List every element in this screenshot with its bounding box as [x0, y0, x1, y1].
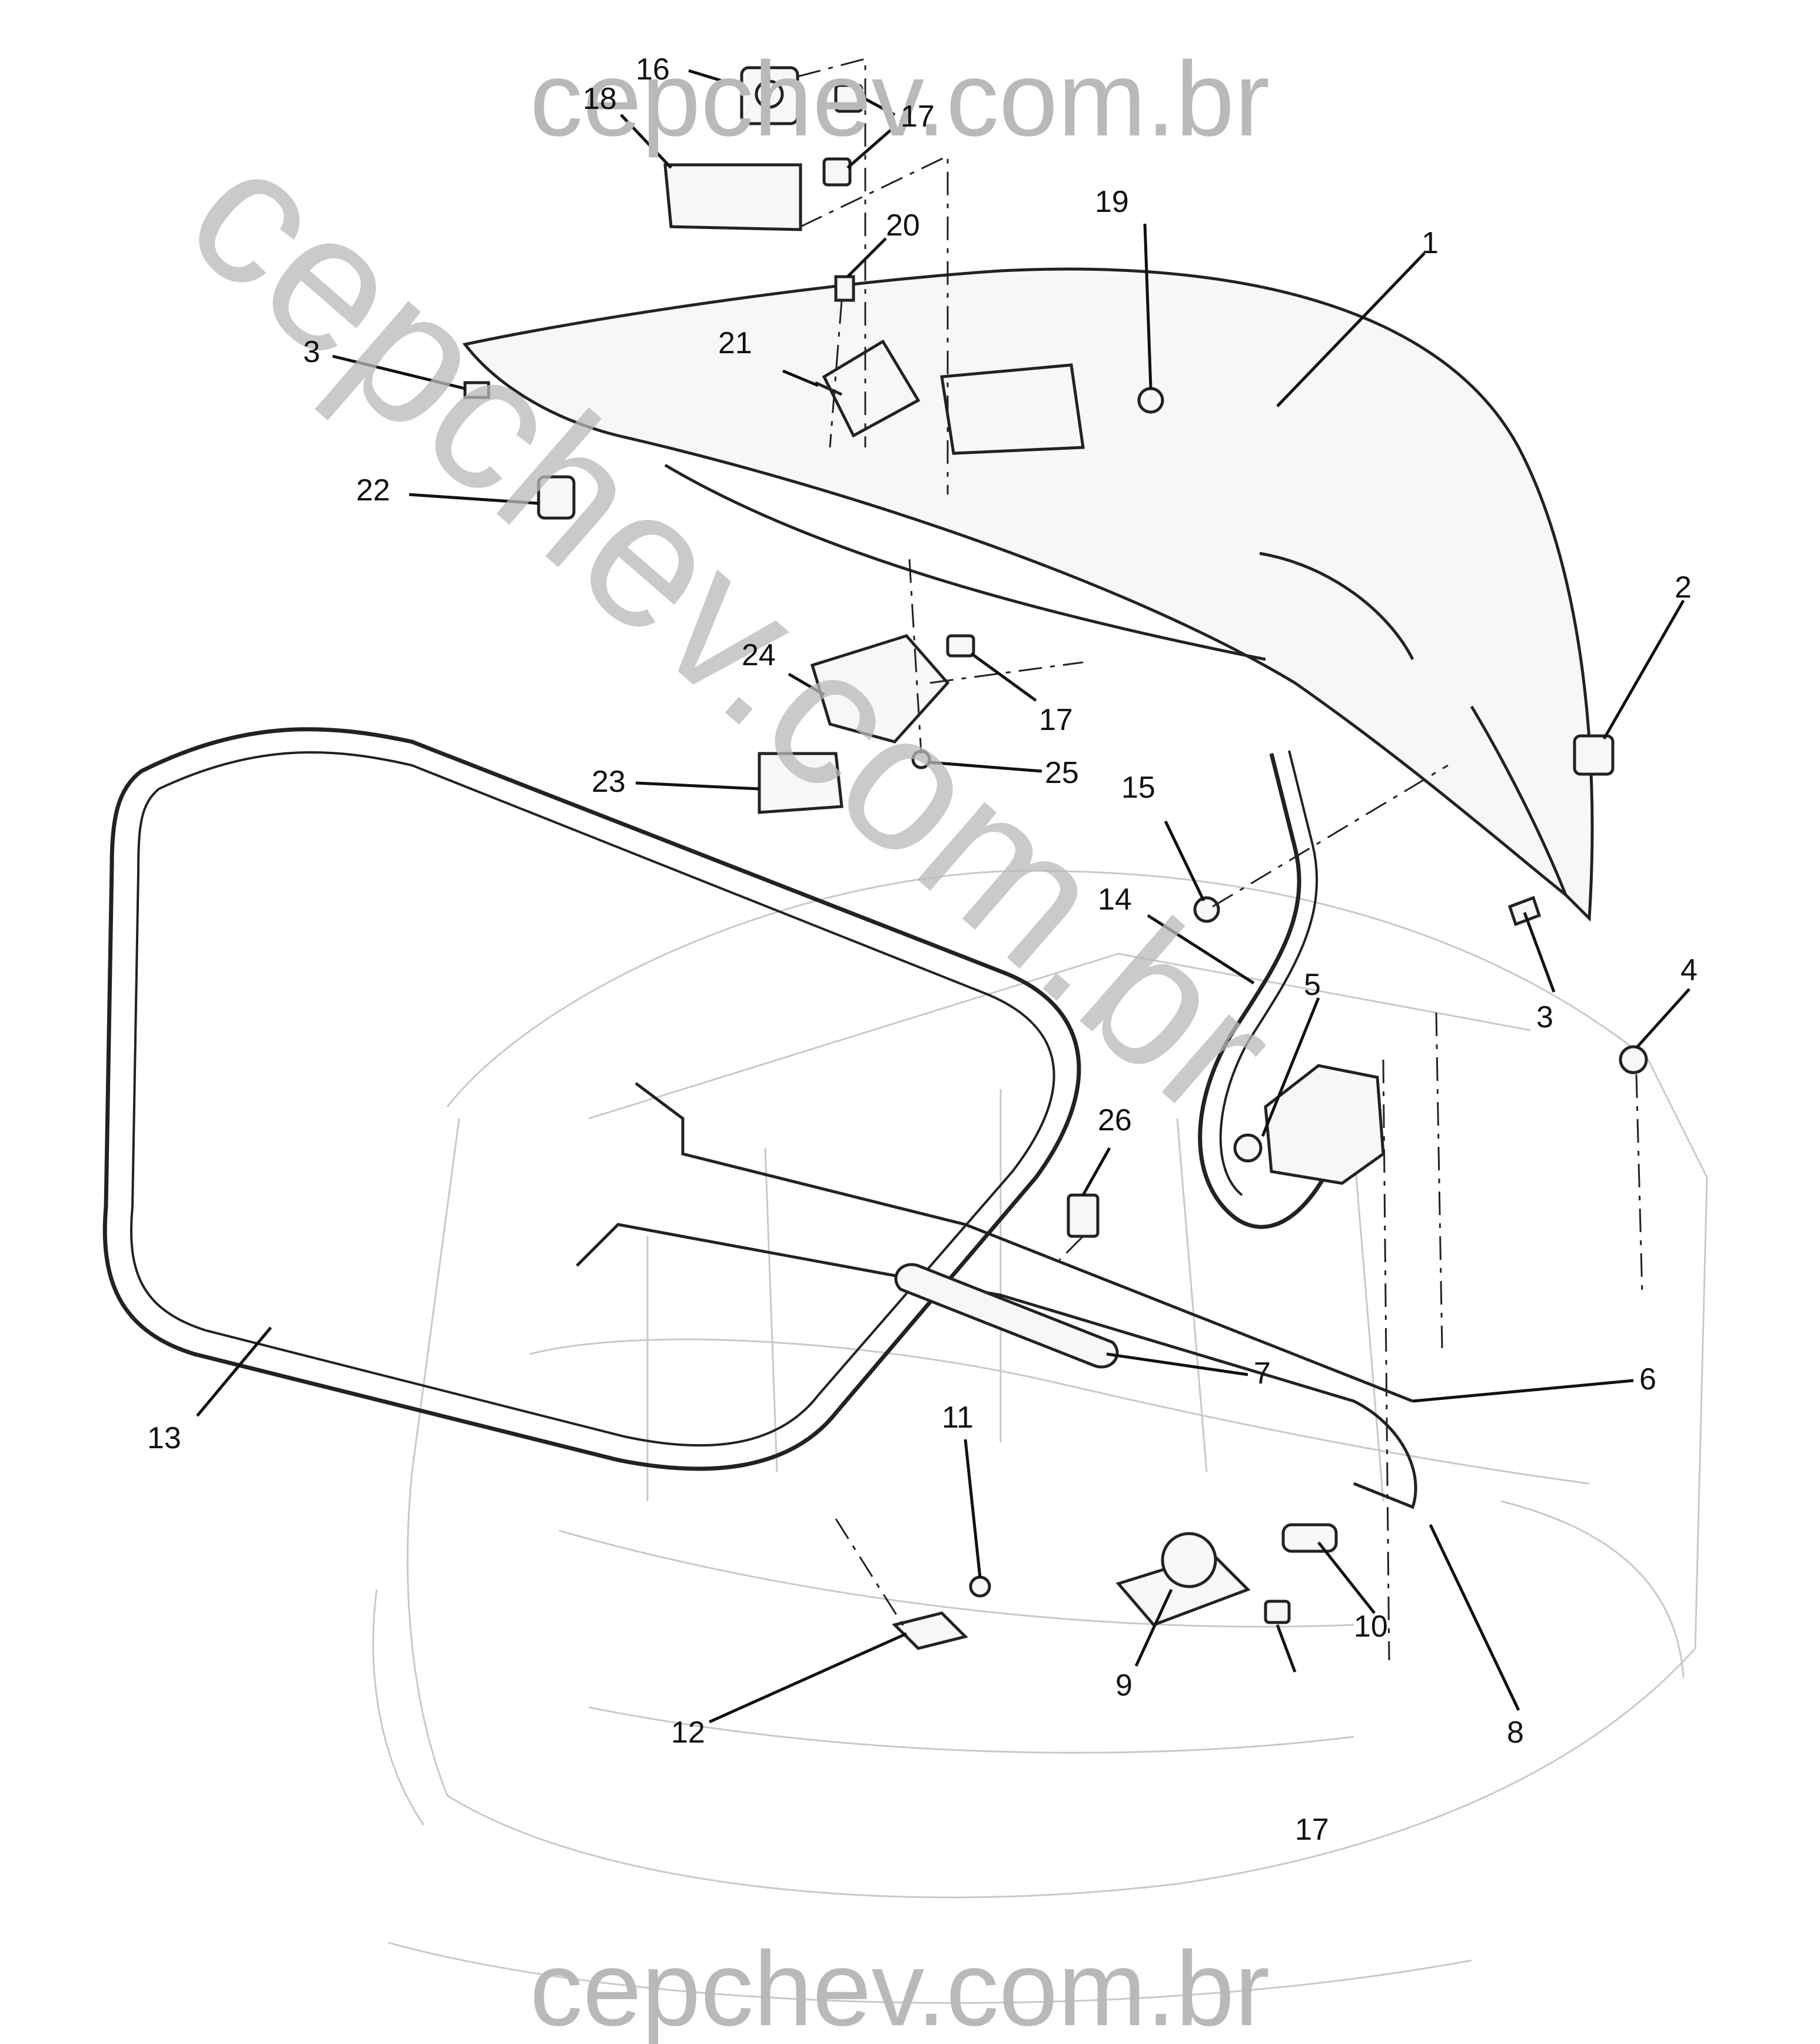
leader-lines — [196, 69, 1691, 1724]
callout-17-bottom: 17 — [1295, 1813, 1329, 1847]
callout-20: 20 — [886, 208, 920, 243]
callout-9: 9 — [1115, 1668, 1132, 1703]
callouts: 1 2 3 3 4 5 6 7 8 9 10 11 12 13 14 15 16… — [147, 52, 1698, 1847]
callout-10: 10 — [1354, 1610, 1388, 1644]
vehicle-body-outline — [372, 870, 1708, 2004]
trunk-lid — [462, 267, 1594, 922]
callout-7: 7 — [1254, 1356, 1271, 1391]
callout-23: 23 — [592, 765, 626, 799]
callout-5: 5 — [1304, 968, 1321, 1002]
callout-14: 14 — [1098, 882, 1132, 917]
torsion-rods — [576, 1082, 1417, 1509]
hinge-arm — [1198, 750, 1333, 1229]
callout-13: 13 — [147, 1421, 181, 1455]
rod-cylinder — [894, 1263, 1119, 1369]
callout-26: 26 — [1098, 1103, 1132, 1137]
callout-2: 2 — [1675, 570, 1692, 605]
callout-15: 15 — [1121, 771, 1155, 805]
phantom-lines — [797, 58, 1643, 1661]
callout-6: 6 — [1639, 1362, 1656, 1396]
callout-3-right: 3 — [1536, 1000, 1553, 1034]
callout-17-top: 17 — [901, 99, 935, 134]
callout-3-top: 3 — [303, 335, 320, 369]
callout-19: 19 — [1095, 185, 1129, 219]
callout-25: 25 — [1045, 756, 1079, 790]
weatherstrip — [102, 727, 1081, 1471]
callout-24: 24 — [742, 638, 776, 672]
callout-12: 12 — [671, 1716, 705, 1750]
callout-11: 11 — [942, 1401, 974, 1435]
callout-4: 4 — [1680, 953, 1698, 987]
watermark-diagonal: cepchev.com.br — [149, 102, 1316, 1157]
watermark-bottom: cepchev.com.br — [530, 1930, 1270, 2044]
callout-21: 21 — [718, 326, 752, 360]
hinge — [1233, 1064, 1385, 1185]
callout-1: 1 — [1422, 226, 1439, 260]
small-parts — [463, 66, 1648, 1650]
callout-16: 16 — [636, 52, 670, 87]
callout-22: 22 — [356, 473, 390, 507]
watermark-top: cepchev.com.br — [530, 40, 1270, 158]
callout-17-mid: 17 — [1039, 703, 1073, 737]
callout-18: 18 — [583, 82, 617, 116]
callout-8: 8 — [1507, 1716, 1524, 1750]
